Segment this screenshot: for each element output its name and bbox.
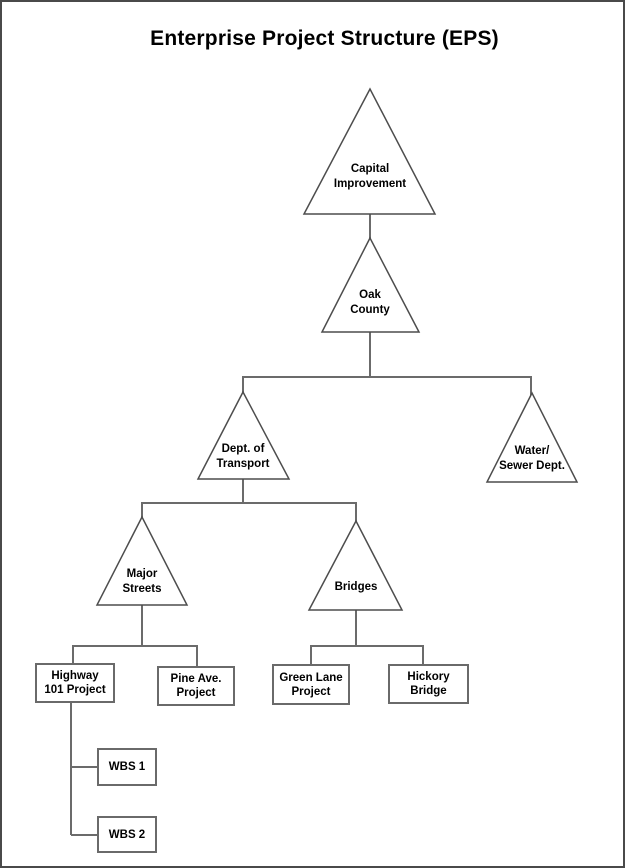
triangle-major-streets-shape: [95, 515, 189, 606]
node-label-line: Transport: [216, 458, 270, 470]
node-label-line: Major: [126, 568, 158, 580]
page-title: Enterprise Project Structure (EPS): [150, 27, 499, 50]
node-label-line: Capital: [350, 163, 390, 175]
box-highway-101-project: Highway 101 Project: [35, 663, 115, 703]
box-label-line: Project: [291, 685, 331, 698]
box-wbs-2: WBS 2: [97, 816, 157, 853]
node-label-line: County: [350, 304, 390, 316]
node-label-line: Water/: [514, 445, 550, 457]
node-label-line: Streets: [122, 583, 162, 595]
node-label-line: Sewer Dept.: [499, 460, 565, 472]
box-label-line: Project: [176, 687, 216, 699]
box-label-line: Bridge: [410, 685, 447, 697]
node-major-streets: Major Streets: [82, 567, 202, 597]
node-label-line: Dept. of: [221, 443, 265, 455]
connector-lines: [70, 214, 532, 836]
triangle-water-sewer-dept-shape: [485, 391, 579, 483]
node-label-line: Improvement: [333, 178, 407, 190]
node-dept-of-transport: Dept. of Transport: [183, 442, 303, 472]
triangle-shapes: [95, 87, 579, 611]
box-label-line: 101 Project: [44, 684, 106, 696]
node-bridges: Bridges: [296, 580, 416, 595]
box-label-line: Pine Ave.: [170, 673, 222, 685]
node-oak-county: Oak County: [310, 288, 430, 318]
triangle-bridges-shape: [307, 519, 404, 611]
triangle-oak-county-shape: [320, 236, 421, 333]
box-hickory-bridge: Hickory Bridge: [388, 664, 469, 704]
box-wbs-1: WBS 1: [97, 748, 157, 786]
box-green-lane-project: Green Lane Project: [272, 664, 350, 705]
box-label-line: Hickory: [407, 671, 450, 683]
box-label-line: Highway: [51, 670, 99, 682]
box-label-line: Green Lane: [279, 671, 343, 684]
node-water-sewer-dept: Water/ Sewer Dept.: [472, 444, 592, 474]
box-label-line: WBS 1: [108, 761, 146, 773]
box-pine-ave-project: Pine Ave. Project: [157, 666, 235, 706]
triangle-capital-improvement-shape: [302, 87, 437, 215]
box-label-line: WBS 2: [108, 828, 146, 841]
triangle-dept-of-transport-shape: [196, 390, 291, 480]
node-label-line: Oak: [359, 289, 381, 301]
node-capital-improvement: Capital Improvement: [310, 162, 430, 192]
node-label-line: Bridges: [334, 581, 378, 593]
